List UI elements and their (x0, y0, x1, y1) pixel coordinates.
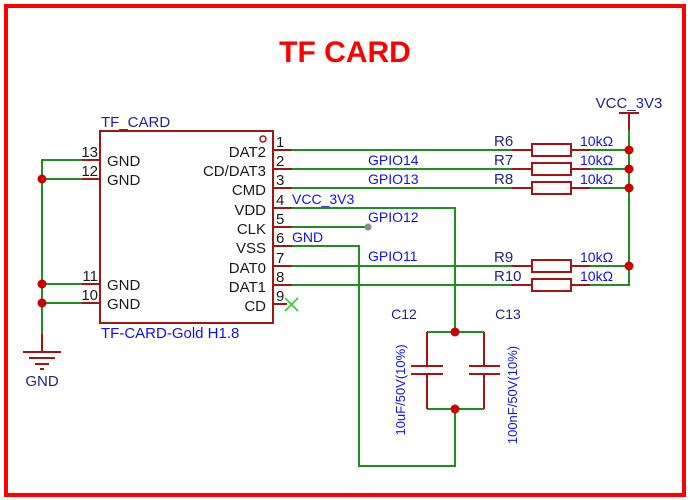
sheet-frame (4, 4, 686, 497)
net-probe-dot (364, 223, 372, 231)
resistor-ref: R7 (494, 152, 513, 169)
wire-pin6-vss (292, 245, 456, 467)
capacitor-value: 10uF/50V(10%) (393, 344, 408, 435)
pin-number: 9 (276, 288, 284, 305)
pin-name: CMD (232, 182, 266, 199)
no-connect-icon (284, 297, 299, 312)
net-label: GPIO12 (368, 209, 419, 225)
pin-number: 8 (276, 269, 284, 286)
junction-dot (450, 404, 460, 414)
resistor-value: 10kΩ (580, 133, 613, 149)
resistor-r10 (512, 278, 590, 292)
junction-dot (624, 164, 634, 174)
resistor-ref: R8 (494, 171, 513, 188)
pin-name: DAT1 (229, 279, 266, 296)
resistor-icon (531, 278, 572, 292)
pin-number: 12 (81, 163, 98, 180)
pin1-marker-icon (259, 135, 267, 143)
pin-number: 10 (81, 287, 98, 304)
junction-dot (37, 174, 47, 184)
pin-name: DAT0 (229, 260, 266, 277)
capacitor-value: 100nF/50V(10%) (505, 346, 520, 444)
component-footprint: TF-CARD-Gold H1.8 (101, 325, 239, 342)
net-label: GPIO11 (368, 248, 418, 264)
junction-dot (624, 145, 634, 155)
pin-name: VSS (236, 240, 266, 257)
pin-number: 7 (276, 250, 284, 267)
net-label: GPIO14 (368, 152, 419, 168)
net-label: VCC_3V3 (292, 191, 354, 207)
junction-dot (624, 183, 634, 193)
capacitor-ref: C12 (391, 306, 417, 322)
wire (590, 130, 630, 286)
resistor-value: 10kΩ (580, 268, 613, 284)
resistor-icon (531, 143, 572, 157)
pin-number: 2 (276, 153, 284, 170)
pin-name: DAT2 (229, 144, 266, 161)
net-label: GPIO13 (368, 171, 419, 187)
capacitor-network (427, 327, 484, 414)
junction-dot (450, 327, 460, 337)
signal-wires (292, 149, 512, 467)
vcc-rail (590, 112, 639, 286)
wire (41, 159, 82, 336)
gnd-label: GND (25, 373, 59, 390)
resistor-ref: R6 (494, 133, 513, 150)
resistor-icon (531, 181, 572, 195)
pin-name: VDD (234, 202, 266, 219)
vcc-label: VCC_3V3 (596, 95, 663, 112)
pin-name: CD/DAT3 (203, 163, 266, 180)
pin-name: CLK (237, 221, 266, 238)
pin-number: 11 (82, 268, 98, 285)
junction-dot (37, 279, 47, 289)
capacitor-c13 (469, 332, 500, 409)
resistor-value: 10kΩ (580, 152, 613, 168)
pin-number: 13 (81, 144, 98, 161)
pin-name: CD (244, 298, 266, 315)
capacitor-c12 (411, 332, 443, 409)
resistor-r9 (512, 259, 590, 273)
resistor-r7 (512, 162, 590, 176)
pin-name: GND (107, 277, 141, 294)
resistor-value: 10kΩ (580, 249, 613, 265)
gnd-symbol-icon (23, 334, 61, 370)
capacitor-ref: C13 (495, 306, 521, 322)
component-designator: TF_CARD (101, 114, 170, 131)
resistor-icon (531, 162, 572, 176)
resistor-r8 (512, 181, 590, 195)
gnd-wiring-left (37, 159, 82, 336)
junction-dot (37, 298, 47, 308)
pin-number: 5 (276, 211, 284, 228)
right-pins: 1 2 3 4 5 6 7 8 9 DAT2 CD/DAT3 CMD VDD C… (203, 134, 292, 315)
resistor-r6 (512, 143, 590, 157)
left-pins: 13 12 11 10 GND GND GND GND (81, 144, 140, 313)
resistor-ref: R10 (494, 268, 522, 285)
sheet-title: TF CARD (279, 36, 411, 69)
pin-number: 3 (276, 172, 284, 189)
wire-pin4-vdd (292, 207, 456, 332)
pin-name: GND (107, 296, 141, 313)
resistor-value: 10kΩ (580, 171, 613, 187)
pin-name: GND (107, 172, 141, 189)
pin-number: 1 (276, 134, 284, 151)
pin-number: 6 (276, 230, 284, 247)
resistor-ref: R9 (494, 249, 513, 266)
resistor-icon (531, 259, 572, 273)
pin-number: 4 (276, 192, 284, 209)
net-label: GND (292, 229, 323, 245)
pin-name: GND (107, 153, 141, 170)
junction-dot (624, 261, 634, 271)
